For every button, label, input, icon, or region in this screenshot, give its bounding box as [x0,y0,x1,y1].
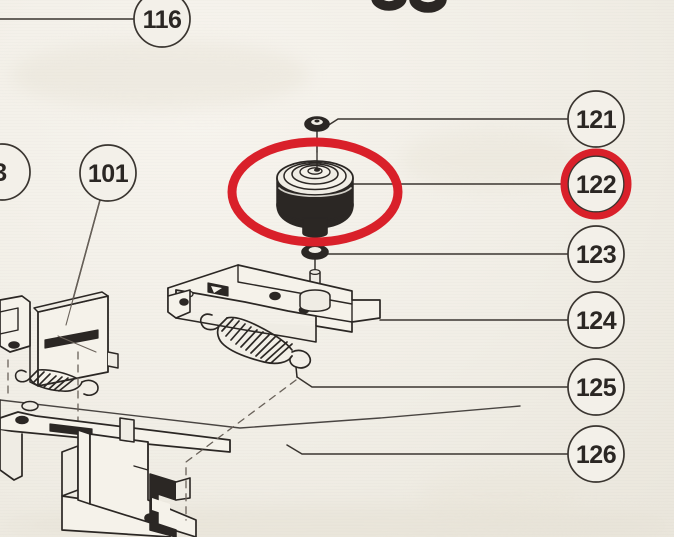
callout-125[interactable]: 125 [567,358,625,416]
red-ring-around-callout-122 [560,148,632,220]
callout-group: 116 101 3 121 122 [0,0,625,483]
part-washer-small-top [304,116,330,153]
callout-121-label: 121 [576,106,617,134]
callout-121[interactable]: 121 [567,90,625,148]
part-plate-fragment-left [0,295,31,353]
callout-124-label: 124 [576,307,617,335]
callout-left-clipped-label: 3 [0,159,7,187]
callout-125-label: 125 [576,374,617,402]
callout-126[interactable]: 126 [567,425,625,483]
callout-122-label: 122 [576,171,616,199]
part-small-spring-left [14,369,99,396]
callout-101[interactable]: 101 [79,144,137,202]
part-bracket-arm [167,264,381,343]
callout-124[interactable]: 124 [567,291,625,349]
leader-line-126 [286,444,569,455]
callout-116-label: 116 [143,6,182,34]
callout-left-clipped[interactable]: 3 [0,143,31,201]
callout-123[interactable]: 123 [567,225,625,283]
leader-line-125 [296,376,569,388]
assembly-thin-lines [57,199,101,353]
part-roller-tire-assembly [276,151,354,238]
callout-126-label: 126 [576,441,616,469]
top-rollers-clipped [371,0,447,13]
callout-116[interactable]: 116 [133,0,191,48]
red-ellipse-around-roller [227,137,403,247]
leader-line-121 [323,118,569,129]
callout-123-label: 123 [576,241,616,269]
part-coil-extension-spring [199,313,312,378]
part-side-plate-101 [29,291,119,387]
callout-122[interactable]: 122 [567,155,625,213]
assembly-guide-lines [7,351,297,521]
part-chassis-frame [0,289,521,537]
callout-101-label: 101 [88,160,129,188]
